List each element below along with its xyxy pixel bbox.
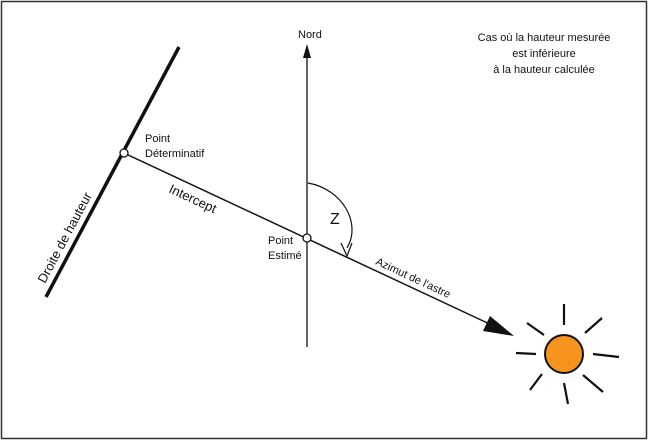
sun-rays (515, 304, 620, 405)
point-estime-label-1: Point (268, 235, 293, 247)
point-estime-label-2: Estimé (268, 250, 302, 262)
azimuth-arrowhead (483, 316, 514, 336)
note-line-1: Cas où la hauteur mesurée (478, 32, 611, 44)
droite-de-hauteur-line (44, 46, 181, 298)
point-determinatif-marker (119, 148, 129, 158)
angle-z-arc (307, 182, 353, 249)
point-determinatif-label-2: Déterminatif (145, 148, 205, 160)
sun-icon (515, 304, 620, 405)
azimut-label: Azimut de l'astre (374, 256, 452, 301)
north-arrowhead (303, 44, 311, 58)
point-determinatif-label-1: Point (145, 133, 170, 145)
north-label: Nord (298, 29, 322, 41)
droite-de-hauteur-label: Droite de hauteur (34, 189, 95, 285)
note-line-3: à la hauteur calculée (493, 64, 595, 76)
angle-z-label: Z (330, 211, 340, 228)
sun-disc (544, 334, 584, 374)
angle-z-arrowhead (340, 242, 353, 258)
point-estime-marker (302, 233, 312, 243)
intercept-label: Intercept (167, 181, 220, 216)
note-line-2: est inférieure (512, 48, 576, 60)
